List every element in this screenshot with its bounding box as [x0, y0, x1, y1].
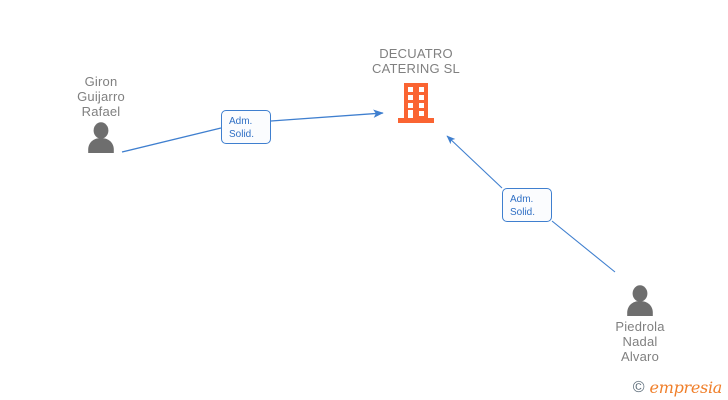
person-node-piedrola-nadal-alvaro[interactable]: Piedrola Nadal Alvaro: [585, 282, 695, 364]
watermark: © empresia: [632, 378, 723, 397]
person-right-label: Piedrola Nadal Alvaro: [615, 319, 665, 364]
person-left-label: Giron Guijarro Rafael: [77, 74, 125, 119]
person-node-giron-guijarro-rafael[interactable]: Giron Guijarro Rafael: [46, 74, 156, 153]
edge-label-adm-solid-left[interactable]: Adm. Solid.: [221, 110, 271, 144]
edge-person-right-to-company: [446, 135, 616, 273]
edge-person-left-to-company: [121, 109, 384, 153]
edge-left-segment-out: [270, 109, 384, 122]
company-node-decuatro-catering-sl[interactable]: DECUATRO CATERING SL: [336, 46, 496, 123]
person-icon: [627, 285, 653, 316]
brand-logo-text: empresia: [649, 378, 723, 397]
person-right-icon-wrap: [585, 282, 695, 316]
edge-left-segment-in: [121, 127, 222, 153]
copyright-icon: ©: [632, 379, 645, 396]
edge-right-segment-in: [551, 220, 616, 273]
edge-right-segment-out: [446, 135, 503, 189]
person-left-icon-wrap: [46, 119, 156, 153]
building-icon: [398, 83, 434, 123]
person-icon: [88, 122, 114, 153]
company-icon-wrap: [336, 83, 496, 123]
company-node-label: DECUATRO CATERING SL: [372, 46, 460, 76]
edge-label-adm-solid-right[interactable]: Adm. Solid.: [502, 188, 552, 222]
